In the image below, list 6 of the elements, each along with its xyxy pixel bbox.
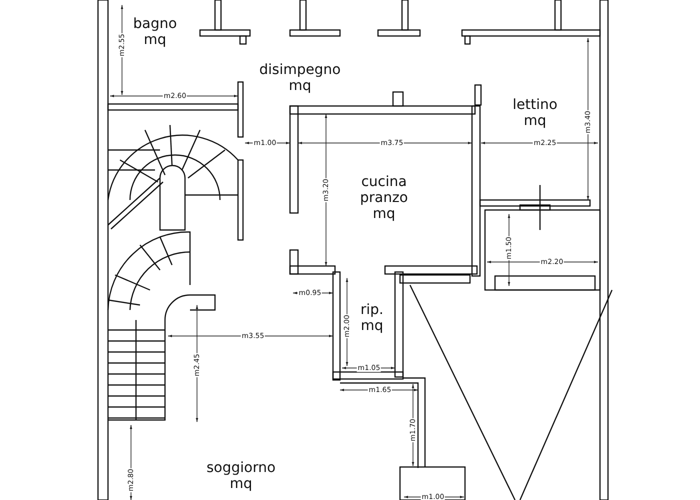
room-label: cucina pranzo mq bbox=[360, 174, 408, 222]
room-label: bagno mq bbox=[133, 16, 177, 48]
room-label: soggiorno mq bbox=[206, 460, 276, 492]
room-label: disimpegno mq bbox=[259, 62, 341, 94]
room-label: lettino mq bbox=[512, 96, 558, 130]
room-label: rip. mq bbox=[360, 302, 384, 334]
